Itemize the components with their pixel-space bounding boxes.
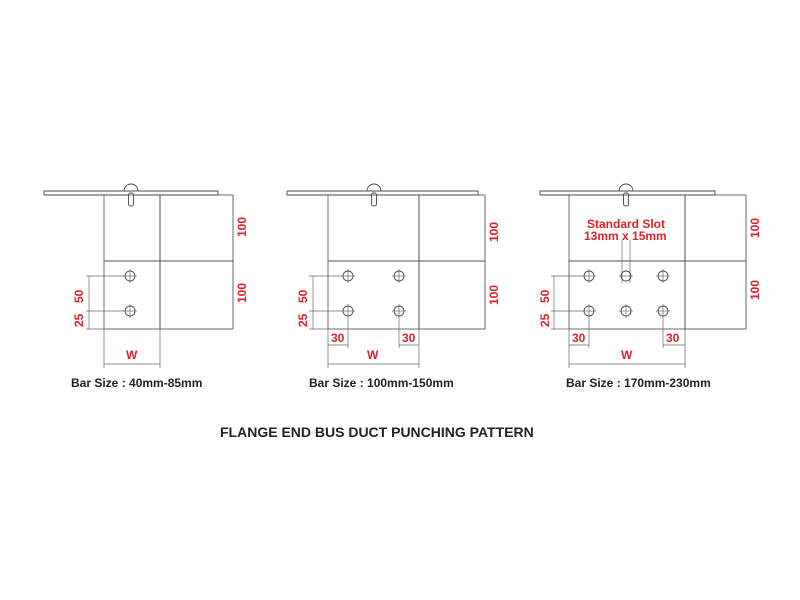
plate-upper-right <box>418 194 486 262</box>
dim-25: 25 <box>538 313 552 327</box>
drawing-2: 50 25 30 30 100 100 W Bar Size : 100mm-1… <box>286 183 501 390</box>
dim-30-right: 30 <box>666 331 680 345</box>
slot-size-label: 13mm x 15mm <box>584 229 667 243</box>
caption: Bar Size : 100mm-150mm <box>309 376 454 390</box>
plate-upper-right <box>684 194 747 262</box>
dim-100-bottom: 100 <box>487 285 501 305</box>
bolt-head <box>366 183 382 192</box>
plate-upper-right <box>159 194 234 262</box>
drawing-3: Standard Slot 13mm x 15mm 50 25 30 30 10… <box>538 183 762 390</box>
bolt-slot <box>623 192 629 207</box>
dim-50: 50 <box>296 289 310 303</box>
dim-100-top: 100 <box>748 218 762 238</box>
drawing-1: 50 25 100 100 W Bar Size : 40mm-85mm <box>43 183 249 390</box>
dim-50: 50 <box>538 289 552 303</box>
bolt-head <box>123 183 139 192</box>
width-label: W <box>621 348 633 362</box>
bolt-head <box>618 183 634 192</box>
dim-50: 50 <box>72 289 86 303</box>
dim-100-bottom: 100 <box>235 283 249 303</box>
dim-25: 25 <box>72 313 86 327</box>
hole-group <box>582 269 670 318</box>
plate-lower-right <box>159 260 234 330</box>
hole-group <box>341 269 406 318</box>
dim-25: 25 <box>296 313 310 327</box>
width-label: W <box>126 348 138 362</box>
plate-lower-right <box>418 260 486 330</box>
bolt-slot <box>371 192 377 207</box>
hole-group <box>123 269 137 318</box>
caption: Bar Size : 170mm-230mm <box>566 376 711 390</box>
width-label: W <box>367 348 379 362</box>
dim-100-top: 100 <box>487 222 501 242</box>
plate-lower-right <box>684 260 747 330</box>
caption: Bar Size : 40mm-85mm <box>71 376 202 390</box>
dim-30-left: 30 <box>331 331 345 345</box>
plate-lower-left <box>327 260 420 330</box>
bolt-slot <box>128 192 134 207</box>
slot-label: Standard Slot <box>587 217 665 231</box>
dim-30-left: 30 <box>572 331 586 345</box>
diagram-title: FLANGE END BUS DUCT PUNCHING PATTERN <box>220 424 534 440</box>
dim-30-right: 30 <box>402 331 416 345</box>
flange-bar <box>286 190 479 196</box>
dim-100-bottom: 100 <box>748 280 762 300</box>
dim-100-top: 100 <box>235 217 249 237</box>
